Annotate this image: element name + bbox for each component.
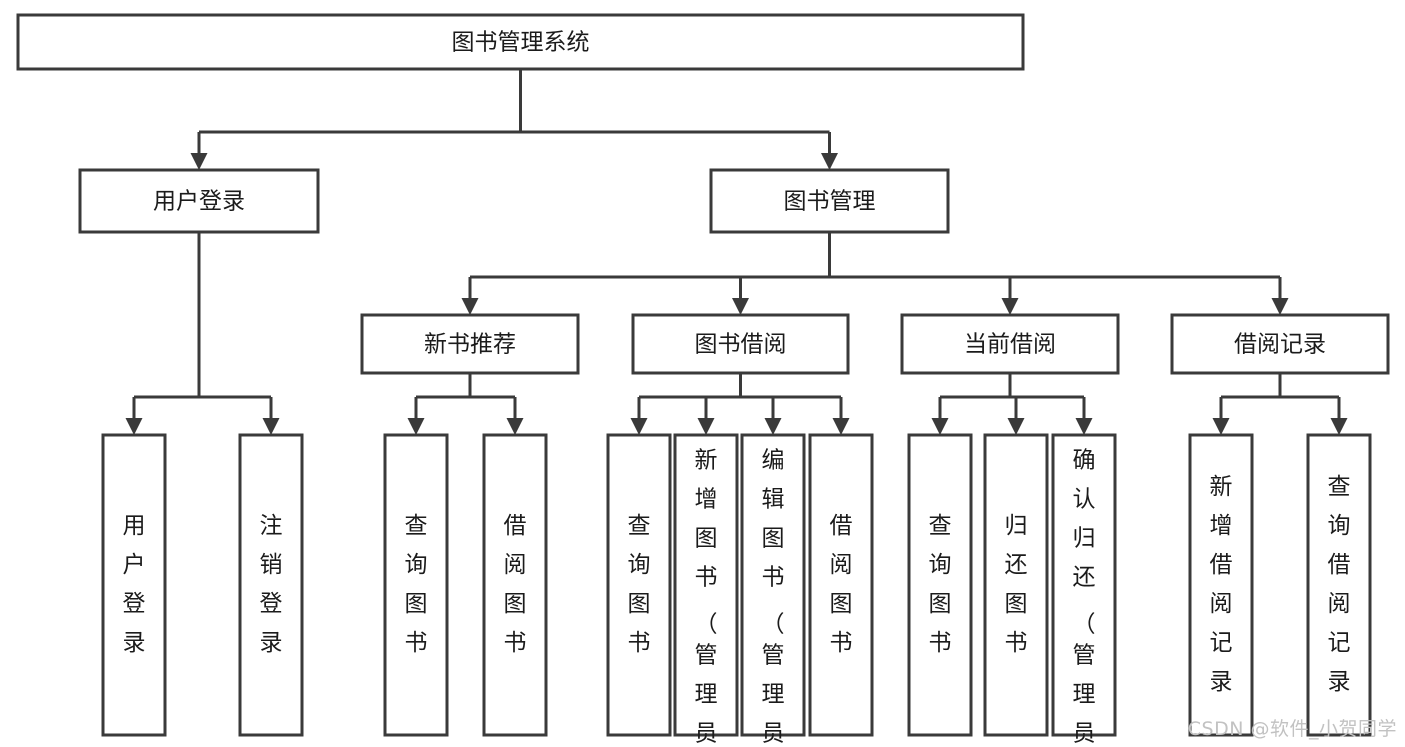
node-box-root[interactable]: [16, 13, 1025, 71]
node-box-current-borrow[interactable]: [900, 313, 1120, 375]
node-leaf-borrow-book-1[interactable]: 借阅图书: [482, 433, 548, 737]
arrow-head-icon: [1007, 418, 1025, 435]
node-leaf-borrow-book-2[interactable]: 借阅图书: [808, 433, 874, 737]
node-box-new-book-recommend[interactable]: [360, 313, 580, 375]
arrow-head-icon: [832, 418, 850, 435]
arrow-head-icon: [1075, 418, 1093, 435]
node-label-leaf-query-book-2: 查询图书: [628, 513, 651, 656]
node-box-leaf-user-login[interactable]: [101, 433, 167, 737]
node-leaf-query-book-3[interactable]: 查询图书: [907, 433, 973, 737]
node-box-leaf-add-borrow-record[interactable]: [1188, 433, 1254, 737]
node-box-leaf-edit-book-admin[interactable]: [740, 433, 806, 737]
arrow-head-icon: [1271, 298, 1289, 315]
node-leaf-user-logout[interactable]: 注销登录: [238, 433, 304, 737]
connectors-layer: [125, 69, 1348, 435]
node-box-leaf-add-book-admin[interactable]: [673, 433, 739, 737]
node-label-root: 图书管理系统: [452, 30, 590, 56]
node-box-leaf-query-borrow-record[interactable]: [1306, 433, 1372, 737]
node-box-leaf-confirm-return-admin[interactable]: [1051, 433, 1117, 737]
node-label-current-borrow: 当前借阅: [964, 332, 1056, 358]
node-box-leaf-query-book-1[interactable]: [383, 433, 449, 737]
arrow-head-icon: [461, 298, 479, 315]
arrow-head-icon: [1330, 418, 1348, 435]
node-label-book-borrow: 图书借阅: [695, 332, 787, 358]
node-box-user-login[interactable]: [78, 168, 320, 234]
arrow-head-icon: [764, 418, 782, 435]
node-label-leaf-query-borrow-record: 查询借阅记录: [1328, 474, 1351, 695]
arrow-head-icon: [697, 418, 715, 435]
node-box-book-borrow[interactable]: [631, 313, 850, 375]
node-leaf-add-book-admin[interactable]: 新增图书（管理员）: [673, 433, 739, 747]
node-label-leaf-user-logout: 注销登录: [260, 513, 283, 656]
arrow-head-icon: [821, 153, 838, 170]
arrow-head-icon: [931, 418, 949, 435]
node-box-leaf-borrow-book-1[interactable]: [482, 433, 548, 737]
node-label-leaf-user-login: 用户登录: [123, 513, 146, 656]
node-borrow-record[interactable]: 借阅记录: [1170, 313, 1390, 375]
arrow-head-icon: [630, 418, 648, 435]
arrow-head-icon: [1212, 418, 1230, 435]
arrow-head-icon: [262, 418, 280, 435]
node-leaf-query-book-2[interactable]: 查询图书: [606, 433, 672, 737]
nodes-layer: 图书管理系统用户登录图书管理新书推荐图书借阅当前借阅借阅记录用户登录注销登录查询…: [16, 13, 1390, 747]
node-book-borrow[interactable]: 图书借阅: [631, 313, 850, 375]
node-box-leaf-query-book-2[interactable]: [606, 433, 672, 737]
node-box-leaf-query-book-3[interactable]: [907, 433, 973, 737]
node-root[interactable]: 图书管理系统: [16, 13, 1025, 71]
node-label-leaf-borrow-book-1: 借阅图书: [504, 513, 527, 656]
node-label-leaf-add-book-admin: 新增图书（管理员）: [695, 448, 718, 747]
node-label-borrow-record: 借阅记录: [1234, 332, 1326, 358]
node-label-leaf-query-book-3: 查询图书: [929, 513, 952, 656]
node-box-leaf-borrow-book-2[interactable]: [808, 433, 874, 737]
node-label-user-login: 用户登录: [153, 189, 245, 215]
node-box-book-manage[interactable]: [709, 168, 950, 234]
node-user-login[interactable]: 用户登录: [78, 168, 320, 234]
node-leaf-confirm-return-admin[interactable]: 确认归还（管理员）: [1051, 433, 1117, 747]
node-leaf-return-book[interactable]: 归还图书: [983, 433, 1049, 737]
node-leaf-query-borrow-record[interactable]: 查询借阅记录: [1306, 433, 1372, 737]
node-current-borrow[interactable]: 当前借阅: [900, 313, 1120, 375]
node-leaf-query-book-1[interactable]: 查询图书: [383, 433, 449, 737]
node-label-leaf-return-book: 归还图书: [1005, 513, 1028, 656]
node-label-book-manage: 图书管理: [784, 189, 876, 215]
node-leaf-edit-book-admin[interactable]: 编辑图书（管理员）: [740, 433, 806, 747]
node-box-leaf-user-logout[interactable]: [238, 433, 304, 737]
arrow-head-icon: [506, 418, 524, 435]
node-box-leaf-return-book[interactable]: [983, 433, 1049, 737]
node-label-leaf-query-book-1: 查询图书: [405, 513, 428, 656]
arrow-head-icon: [732, 298, 749, 315]
node-label-leaf-confirm-return-admin: 确认归还（管理员）: [1073, 448, 1096, 747]
node-leaf-add-borrow-record[interactable]: 新增借阅记录: [1188, 433, 1254, 737]
arrow-head-icon: [190, 153, 208, 170]
arrow-head-icon: [1001, 298, 1019, 315]
arrow-head-icon: [407, 418, 425, 435]
node-leaf-user-login[interactable]: 用户登录: [101, 433, 167, 737]
node-new-book-recommend[interactable]: 新书推荐: [360, 313, 580, 375]
node-label-leaf-add-borrow-record: 新增借阅记录: [1210, 474, 1233, 695]
node-book-manage[interactable]: 图书管理: [709, 168, 950, 234]
node-label-new-book-recommend: 新书推荐: [424, 332, 516, 358]
node-label-leaf-edit-book-admin: 编辑图书（管理员）: [762, 448, 785, 747]
node-box-borrow-record[interactable]: [1170, 313, 1390, 375]
arrow-head-icon: [125, 418, 143, 435]
node-label-leaf-borrow-book-2: 借阅图书: [830, 513, 853, 656]
